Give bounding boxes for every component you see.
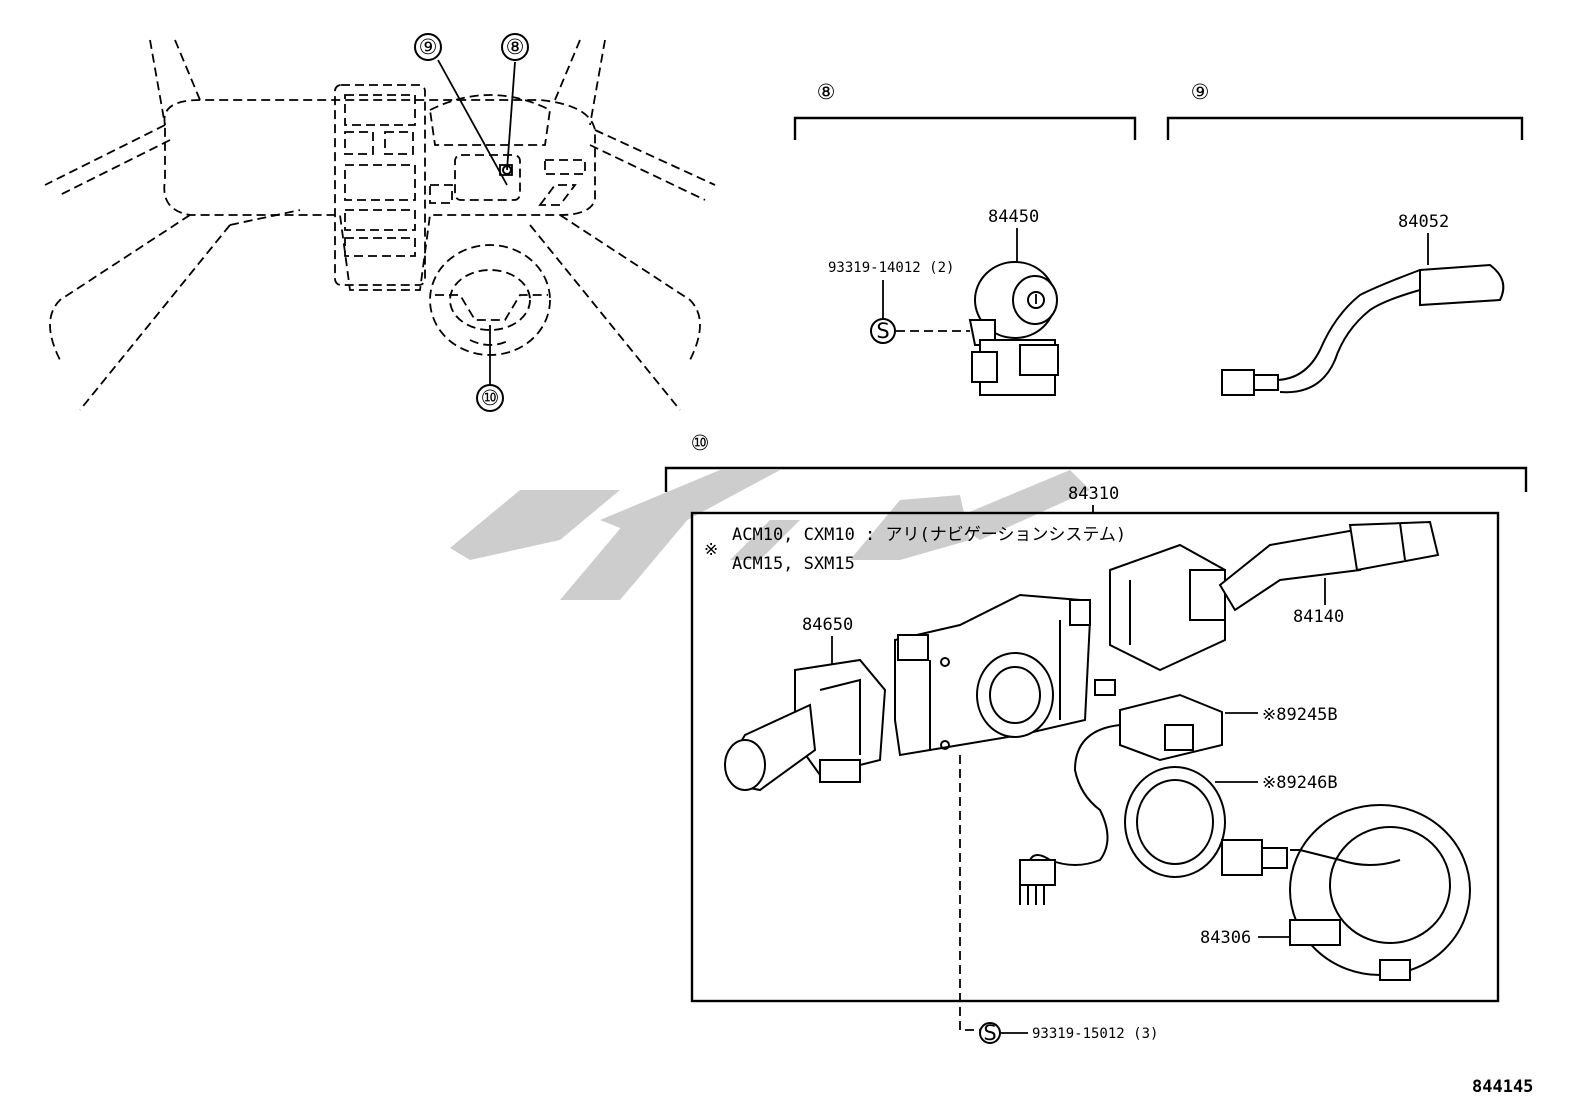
svg-text:⑨: ⑨ [419,35,438,59]
part-93319-15012-label[interactable]: 93319-15012 (3) [1032,1026,1158,1042]
note-line1: ACM10, CXM10 : アリ(ナビゲーションシステム) [732,525,1126,545]
s-mark-section8: S [870,318,896,344]
ring-89246B[interactable] [1124,766,1226,878]
part-84140-label[interactable]: 84140 [1293,607,1344,627]
harness-84052[interactable] [1221,263,1505,396]
svg-text:S: S [876,319,889,343]
part-89246B-label[interactable]: ※89246B [1262,773,1338,793]
callout-8-overview[interactable]: ⑧ [501,33,529,61]
note-asterisk: ※ [704,540,718,560]
watermark-logo [450,470,1090,600]
part-84650-label[interactable]: 84650 [802,615,853,635]
diagram-id: 844145 [1472,1077,1533,1097]
section-10-label: ⑩ [691,431,710,455]
switch-bracket[interactable] [894,593,1116,757]
section-8-label: ⑧ [817,80,836,104]
s-mark-section10: S [979,1021,1001,1045]
dashboard-overview [44,39,716,411]
switch-84140[interactable] [1109,520,1440,672]
part-84306-label[interactable]: 84306 [1200,928,1251,948]
assembly-84310-box [690,511,1500,1003]
module-89245B[interactable] [1019,693,1223,905]
section-10-bracket [664,466,1528,492]
spiral-cable-84306[interactable] [1221,804,1471,981]
section-8-bracket [793,116,1137,140]
part-93319-14012-label[interactable]: 93319-14012 (2) [828,260,954,276]
svg-text:⑩: ⑩ [481,386,500,410]
part-84310-label[interactable]: 84310 [1068,484,1119,504]
section-9-label: ⑨ [1191,80,1210,104]
part-84450-label[interactable]: 84450 [988,207,1039,227]
svg-text:⑧: ⑧ [506,35,525,59]
part-89245B-label[interactable]: ※89245B [1262,705,1338,725]
callout-9-overview[interactable]: ⑨ [414,33,442,61]
switch-84650[interactable] [724,658,887,792]
callout-10-overview[interactable]: ⑩ [476,384,504,412]
section-9-bracket [1166,116,1524,140]
note-line2: ACM15, SXM15 [732,554,855,574]
svg-text:S: S [983,1021,996,1045]
ignition-switch-84450[interactable] [968,261,1059,396]
part-84052-label[interactable]: 84052 [1398,212,1449,232]
